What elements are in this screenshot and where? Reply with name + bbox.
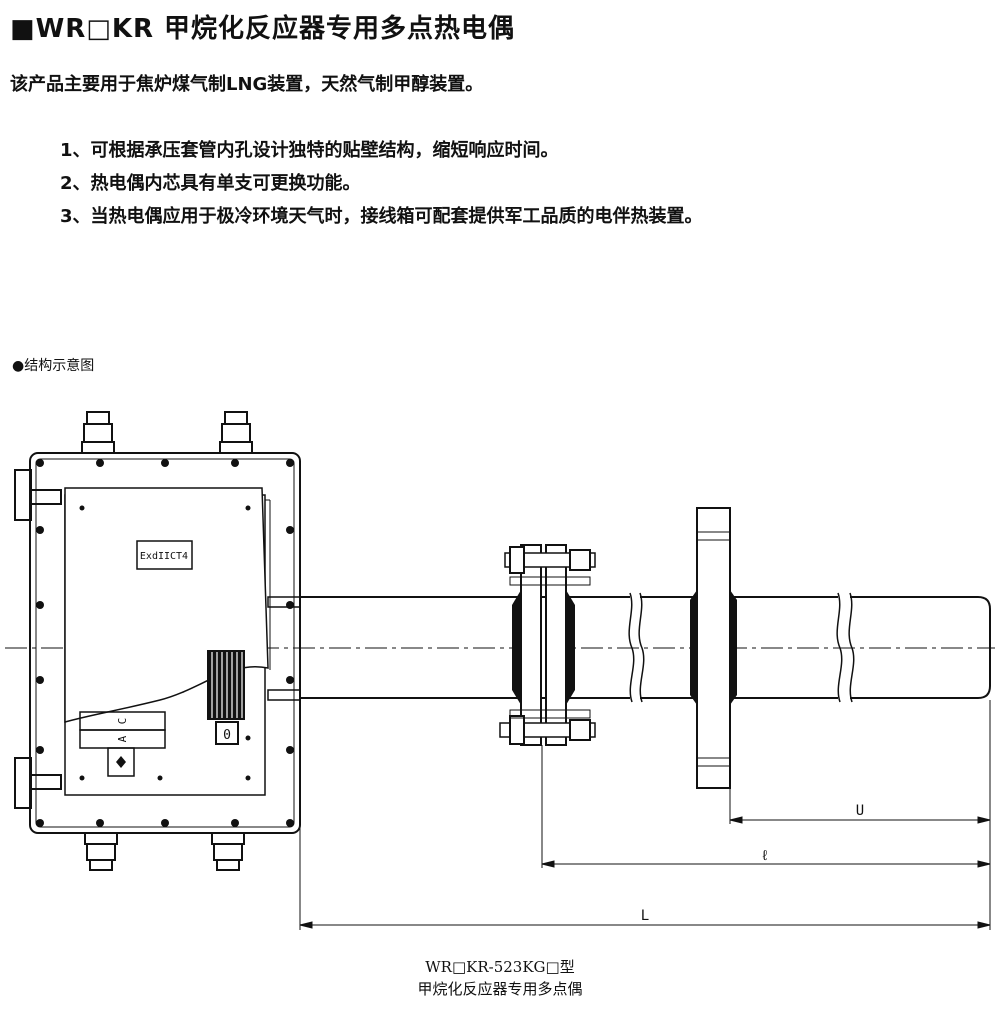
mounting-flange	[690, 507, 737, 789]
dim-u-label: U	[856, 803, 864, 819]
box-bolts	[36, 459, 294, 827]
section-title: ●结构示意图	[12, 358, 95, 374]
caption-name: 甲烷化反应器专用多点偶	[417, 980, 583, 998]
nameplate-text: ExdIICT4	[140, 551, 188, 562]
dim-l-small-label: ℓ	[761, 848, 769, 864]
structure-diagram: ExdIICT4 0 C A	[5, 411, 995, 930]
cable-gland-top-left	[81, 411, 115, 454]
feature-item: 1、可根据承压套管内孔设计独特的贴壁结构，缩短响应时间。	[60, 140, 559, 161]
connector-label: 0	[223, 728, 231, 743]
cable-gland-bottom-right	[211, 832, 245, 871]
intro-paragraph: 该产品主要用于焦炉煤气制LNG装置，天然气制甲醇装置。	[10, 74, 484, 95]
feature-list: 1、可根据承压套管内孔设计独特的贴壁结构，缩短响应时间。 2、热电偶内芯具有单支…	[60, 134, 703, 233]
hinge-bottom	[14, 757, 32, 809]
hinge-top	[14, 469, 32, 521]
feature-item: 3、当热电偶应用于极冷环境天气时，接线箱可配套提供军工品质的电伴热装置。	[60, 206, 703, 227]
terminal-strip: 0	[207, 650, 245, 745]
protection-tube	[300, 592, 991, 703]
feature-item: 2、热电偶内芯具有单支可更换功能。	[60, 173, 361, 194]
dim-l-big-label: L	[641, 908, 649, 924]
bolted-flange	[499, 544, 596, 746]
dimension-lines	[299, 700, 991, 930]
cable-gland-bottom-left	[84, 832, 118, 871]
terminal-c-label: C	[116, 718, 129, 725]
cable-gland-top-right	[219, 411, 253, 454]
nameplate	[136, 540, 193, 570]
terminal-a-label: A	[116, 735, 129, 742]
page-title: ■WR□KR 甲烷化反应器专用多点热电偶	[10, 14, 516, 44]
junction-box: ExdIICT4 0 C A	[14, 452, 301, 834]
caption-model: WR□KR-523KG□型	[425, 958, 575, 976]
